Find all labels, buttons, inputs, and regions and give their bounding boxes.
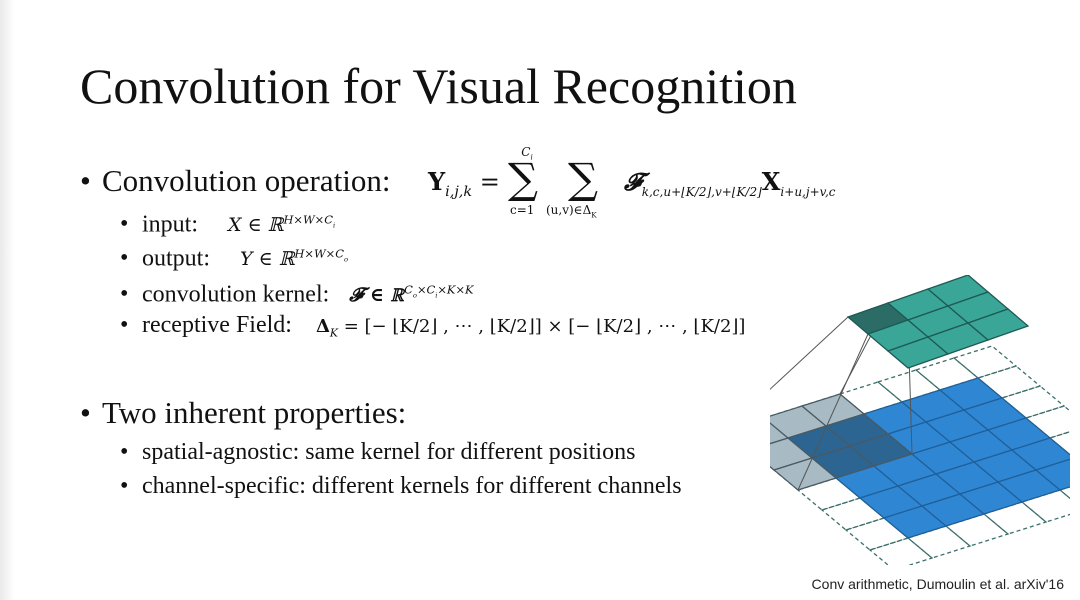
output-math-sup-sub: o [343,255,349,264]
sum1-top: C [521,145,531,159]
receptive-field-math: Δ [315,316,330,337]
padding-cell [1020,489,1070,523]
padding-cell [982,501,1048,535]
formula-lhs-sub: i,j,k [445,183,473,200]
output-feature-map [846,275,1030,369]
sum1-bottom: c=1 [510,203,535,217]
subitem-label: channel-specific: different kernels for … [142,473,682,499]
bullet-dot: • [120,281,129,308]
bullet-dot: • [120,312,129,338]
padding-cell [944,513,1010,547]
convolution-formula: Yi,j,k = Ci ∑ c=1 ∑ (u,v)∈ΔK 𝓕k,c,u+⌊K/2… [428,145,928,225]
kernel-math-sup-sub: o [412,291,417,300]
formula-lhs: Y [428,167,446,196]
output-math: Y ∈ ℝ [240,248,295,271]
bullet-two-inherent-properties: • Two inherent properties: [80,395,406,431]
formula-equals: = [479,168,500,196]
padding-cell [952,345,1018,379]
kernel-math-sup-sub2: i [435,291,438,300]
subitem-label: input: [142,211,199,238]
bullet-dot: • [120,439,129,465]
subitem-input: • input: X ∈ ℝH×W×Ci [120,205,335,240]
formula-input-sub: i+u,j+v,c [780,184,836,199]
output-cell [966,308,1030,341]
figure-caption: Conv arithmetic, Dumoulin et al. arXiv'1… [811,576,1064,592]
subitem-spatial-agnostic: • spatial-agnostic: same kernel for diffe… [120,437,635,467]
subitem-label: output: [142,245,211,272]
subitem-convolution-kernel: • convolution kernel: 𝓕 ∈ ℝCo×Ci×K×K [120,275,474,310]
padding-cell [906,525,972,559]
subitem-channel-specific: • channel-specific: different kernels for… [120,471,682,501]
formula-input: X [761,167,781,196]
subitem-receptive-field: • receptive Field: ΔK = [− ⌊K/2⌋ , ⋯ , ⌊K… [120,310,745,349]
sum1-top-sub: i [530,152,533,162]
input-math: X ∈ ℝ [228,214,284,237]
input-math-sup-sub: i [332,221,336,230]
sum1-symbol: ∑ [508,154,538,203]
output-math-sup: H×W×C [294,247,344,261]
slide-title: Convolution for Visual Recognition [80,58,797,114]
formula-kernel-sub: k,c,u+⌊K/2⌋,v+⌊K/2⌋ [641,184,762,199]
formula-kernel: 𝓕 [624,167,642,196]
projection-line [770,316,849,390]
bullet-dot: • [80,163,91,198]
convolution-illustration [770,275,1070,565]
input-math-sup: H×W×C [283,213,333,227]
subitem-output: • output: Y ∈ ℝH×W×Co [120,239,348,274]
subitem-label: convolution kernel: [142,281,330,308]
bullet-label: Two inherent properties: [102,395,407,430]
left-edge-shade [0,0,14,600]
subitem-label: spatial-agnostic: same kernel for differ… [142,439,636,465]
kernel-window [770,393,914,491]
kernel-math-sup-rest2: ×K×K [437,283,474,297]
sum2-bottom: (u,v)∈Δ [546,203,592,217]
sum2-symbol: ∑ [568,154,598,203]
projection-line [797,333,869,491]
receptive-field-math-rest: = [− ⌊K/2⌋ , ⋯ , ⌊K/2⌋] × [− ⌊K/2⌋ , ⋯ ,… [343,316,746,337]
sum2-bottom-sub: K [591,210,597,220]
padding-cell [868,537,934,565]
kernel-math-sup: C [404,283,413,297]
kernel-math-sup-rest: ×C [416,283,436,297]
bullet-label: Convolution operation: [102,163,391,198]
input-cell [1034,458,1070,491]
bullet-convolution-operation: • Convolution operation: [80,163,390,199]
bullet-dot: • [80,395,91,430]
input-cell [1010,437,1070,471]
kernel-math: 𝓕 ∈ ℝ [349,284,405,307]
subitem-label: receptive Field: [142,312,292,338]
bullet-dot: • [120,211,129,238]
receptive-field-math-sub: K [329,326,338,340]
bullet-dot: • [120,473,129,499]
bullet-dot: • [120,245,129,272]
